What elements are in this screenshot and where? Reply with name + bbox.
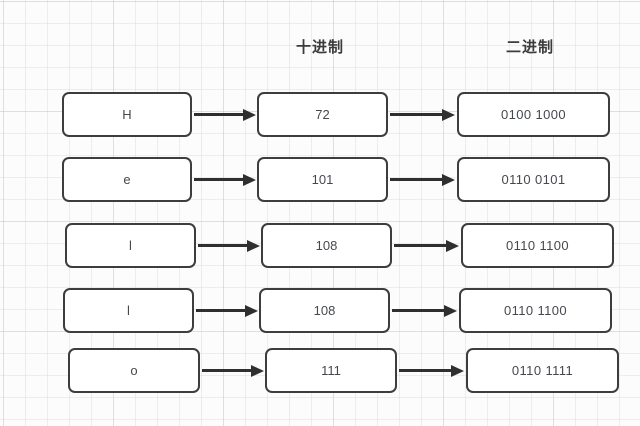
char-node[interactable]: o [68,348,200,393]
binary-node[interactable]: 0110 1100 [459,288,612,333]
decimal-node[interactable]: 101 [257,157,388,202]
arrow-char-to-decimal [194,108,256,121]
arrow-char-to-decimal [196,304,258,317]
char-node[interactable]: l [63,288,194,333]
arrow-decimal-to-binary [399,364,464,377]
char-node[interactable]: e [62,157,192,202]
decimal-node[interactable]: 108 [261,223,392,268]
decimal-node[interactable]: 72 [257,92,388,137]
binary-node[interactable]: 0110 1111 [466,348,619,393]
column-header-decimal: 十进制 [295,39,345,56]
column-header-binary: 二进制 [505,39,555,56]
arrow-decimal-to-binary [390,173,455,186]
arrow-decimal-to-binary [394,239,459,252]
binary-node[interactable]: 0110 1100 [461,223,614,268]
arrow-char-to-decimal [202,364,264,377]
char-node[interactable]: l [65,223,196,268]
arrow-char-to-decimal [194,173,256,186]
arrow-decimal-to-binary [392,304,457,317]
binary-node[interactable]: 0110 0101 [457,157,610,202]
char-node[interactable]: H [62,92,192,137]
arrow-char-to-decimal [198,239,260,252]
binary-node[interactable]: 0100 1000 [457,92,610,137]
decimal-node[interactable]: 108 [259,288,390,333]
arrow-decimal-to-binary [390,108,455,121]
decimal-node[interactable]: 111 [265,348,397,393]
